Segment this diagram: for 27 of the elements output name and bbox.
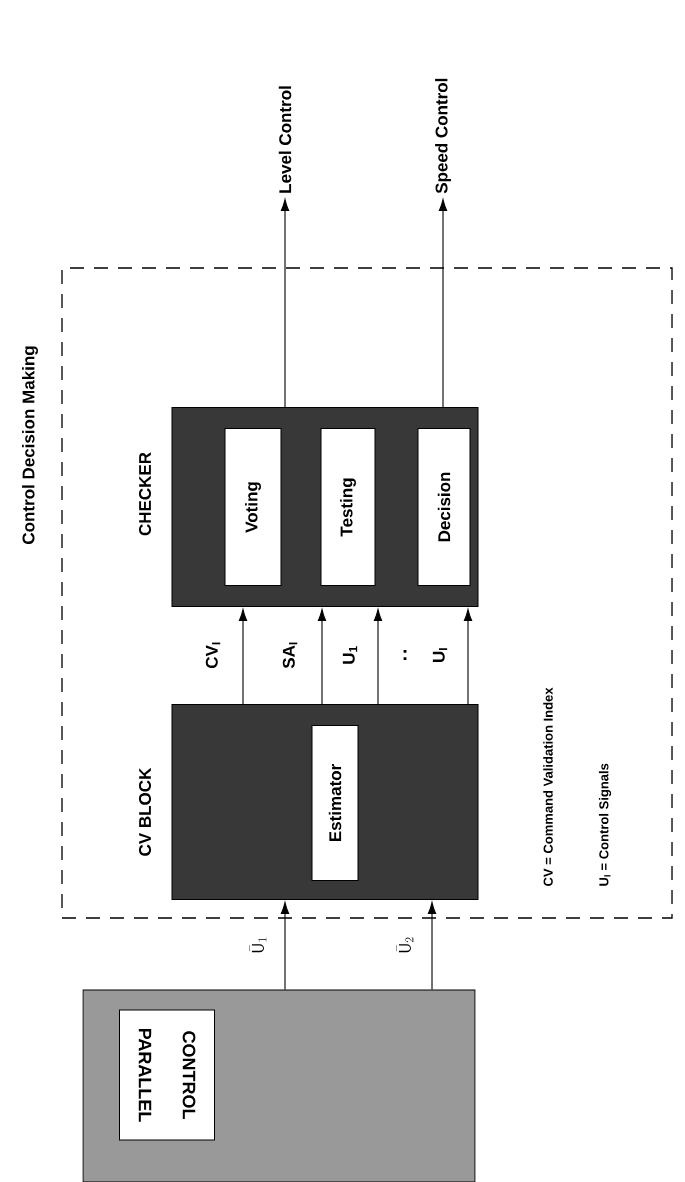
label-box: Testing: [320, 428, 376, 586]
arrow: [317, 609, 327, 705]
ellipsis-mark: :: [403, 649, 407, 661]
output-label: Speed Control: [435, 78, 451, 194]
arrow: [463, 609, 473, 705]
legend-note: CV = Command Validation Index: [543, 687, 553, 886]
label-box: Decision: [417, 428, 471, 586]
output-label: Level Control: [278, 86, 292, 193]
legend-note: U$_{I}$ = Control Signals: [598, 763, 612, 886]
arrow: [373, 609, 383, 705]
label-box: Voting: [224, 428, 282, 586]
node-label: Control Decision Making: [22, 346, 38, 544]
arrow: [438, 199, 448, 408]
edge-label: CV$_{I}$: [205, 642, 221, 669]
edge-label: SA$_{I}$: [282, 642, 298, 669]
arrow: [280, 902, 290, 991]
edge-label: $\bar{\mathsf{U}}_{1}$: [249, 937, 267, 953]
edge-label: U$_{I}$: [432, 648, 448, 663]
arrow: [238, 609, 248, 705]
label-box: Estimator: [311, 725, 359, 881]
node-label: CV BLOCK: [138, 767, 152, 856]
node-label: CHECKER: [138, 452, 152, 536]
edge-label: $\bar{\mathsf{U}}_{2}$: [396, 937, 414, 953]
label-box: PARALLEL CONTROL: [119, 1009, 215, 1141]
arrow: [280, 199, 290, 408]
arrow: [427, 902, 437, 991]
edge-label: U$_{1}$: [342, 646, 358, 664]
